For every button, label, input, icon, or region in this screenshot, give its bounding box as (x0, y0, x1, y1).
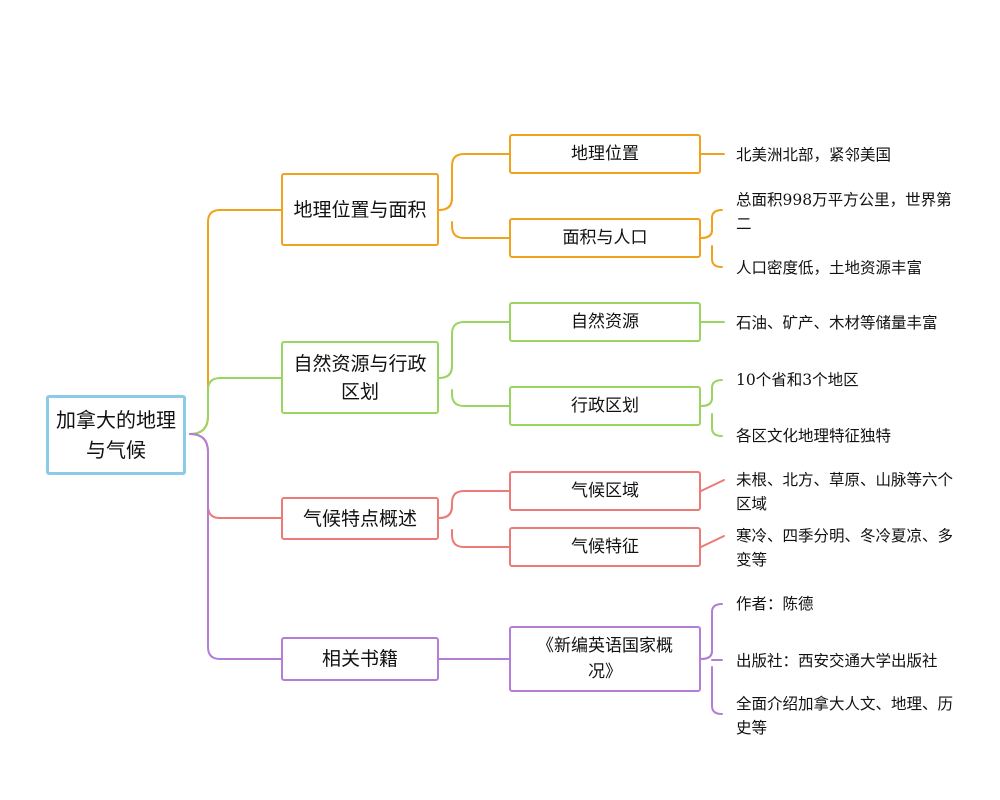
node-label: 面积与人口 (562, 228, 648, 248)
leaf-connector (700, 650, 713, 660)
node-label: 地理位置 (571, 144, 639, 164)
leaf-regional-culture: 各区文化地理特征独特 (736, 427, 892, 445)
node-label: 自然资源 (571, 312, 639, 332)
branch-connector (189, 377, 282, 435)
leaf-population-density: 人口密度低，土地资源丰富 (736, 259, 923, 277)
leaf-connector (711, 245, 723, 268)
leaf-connector (700, 535, 725, 548)
branch-label: 相关书籍 (321, 648, 398, 670)
node-administrative-divisions[interactable]: 行政区划 (509, 386, 701, 426)
node-book-title[interactable]: 《新编英语国家概况》 (509, 626, 701, 692)
leaf-book-summary: 全面介绍加拿大人文、地理、历史等 (736, 695, 954, 737)
node-connector (438, 197, 453, 211)
node-area-population[interactable]: 面积与人口 (509, 218, 701, 258)
branch-label: 自然资源与行政区划 (293, 352, 427, 403)
leaf-book-publisher: 出版社：西安交通大学出版社 (736, 652, 938, 670)
node-label: 气候特征 (571, 537, 639, 557)
branch-connector (189, 433, 282, 660)
node-connector (438, 365, 453, 379)
leaf-book-author: 作者：陈德 (736, 595, 814, 613)
node-geographic-location[interactable]: 地理位置 (509, 134, 701, 174)
leaf-connector (700, 397, 713, 407)
leaf-connector (711, 413, 723, 437)
node-natural-resources[interactable]: 自然资源 (509, 302, 701, 342)
node-label: 气候区域 (571, 481, 639, 501)
leaf-connector (711, 666, 723, 715)
node-climate-regions[interactable]: 气候区域 (509, 471, 701, 511)
leaf-total-area: 总面积998万平方公里，世界第二 (736, 191, 952, 233)
node-connector (451, 529, 510, 548)
node-connector (451, 221, 510, 239)
leaf-climate-regions: 未根、北方、草原、山脉等六个区域 (736, 471, 954, 513)
node-connector (438, 505, 453, 519)
node-climate-features[interactable]: 气候特征 (509, 527, 701, 567)
node-connector (451, 389, 510, 407)
branch-related-books[interactable]: 相关书籍 (281, 637, 439, 681)
node-label: 行政区划 (571, 396, 639, 416)
branch-label: 地理位置与面积 (293, 198, 427, 221)
branch-resources-divisions[interactable]: 自然资源与行政区划 (281, 341, 439, 414)
leaf-natural-resources: 石油、矿产、木材等储量丰富 (736, 314, 938, 332)
branch-location-area[interactable]: 地理位置与面积 (281, 173, 439, 246)
branch-climate-overview[interactable]: 气候特点概述 (281, 497, 439, 540)
root-topic[interactable]: 加拿大的地理与气候 (46, 395, 186, 475)
root-topic-label: 加拿大的地理与气候 (56, 408, 176, 462)
leaf-provinces-territories: 10个省和3个地区 (736, 371, 859, 389)
leaf-location: 北美洲北部，紧邻美国 (736, 146, 892, 164)
node-label: 《新编英语国家概况》 (537, 636, 673, 682)
leaf-climate-features: 寒冷、四季分明、冬冷夏凉、多变等 (736, 527, 954, 569)
branch-label: 气候特点概述 (302, 507, 417, 530)
leaf-connector (700, 479, 725, 492)
leaf-connector (700, 229, 713, 239)
